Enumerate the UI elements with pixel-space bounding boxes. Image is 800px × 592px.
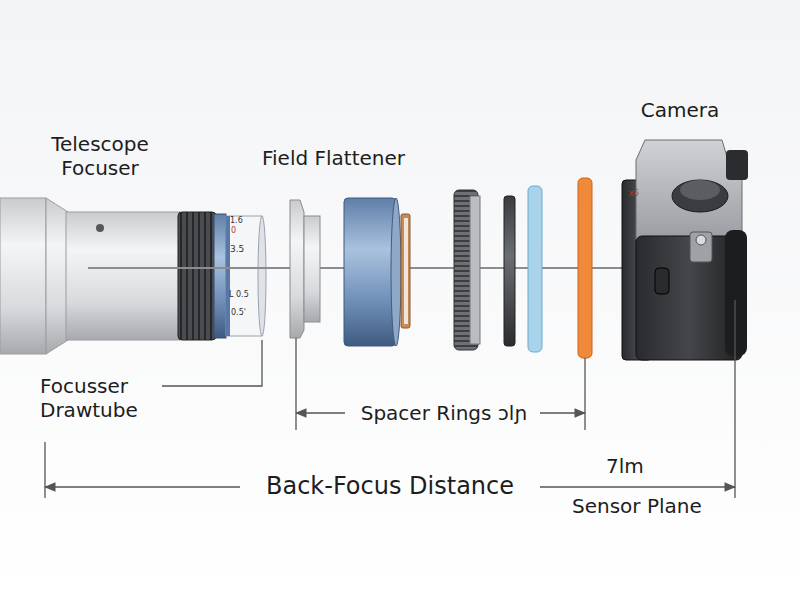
scale-mark: 0.5' [231,308,261,318]
part-label: Field Flattener [262,146,442,170]
dimension-value: 7lm [606,454,666,478]
part-label: Sensor Plane [572,494,732,518]
model-badge: x6 [629,189,649,199]
scale-mark: 3.5 [230,244,260,255]
part-label: Telescope Focuser [35,132,165,180]
scale-mark: 0 [231,226,261,236]
scale-mark: L 0.5 [229,290,261,300]
dimension-label: Back-Focus Distance [240,472,540,501]
dimension-label: Spacer Rings ɔlɲ [348,401,540,425]
scale-mark: 1.6 [230,216,260,226]
part-label: Camera [630,98,730,122]
part-label: Focusser Drawtube [40,374,168,422]
